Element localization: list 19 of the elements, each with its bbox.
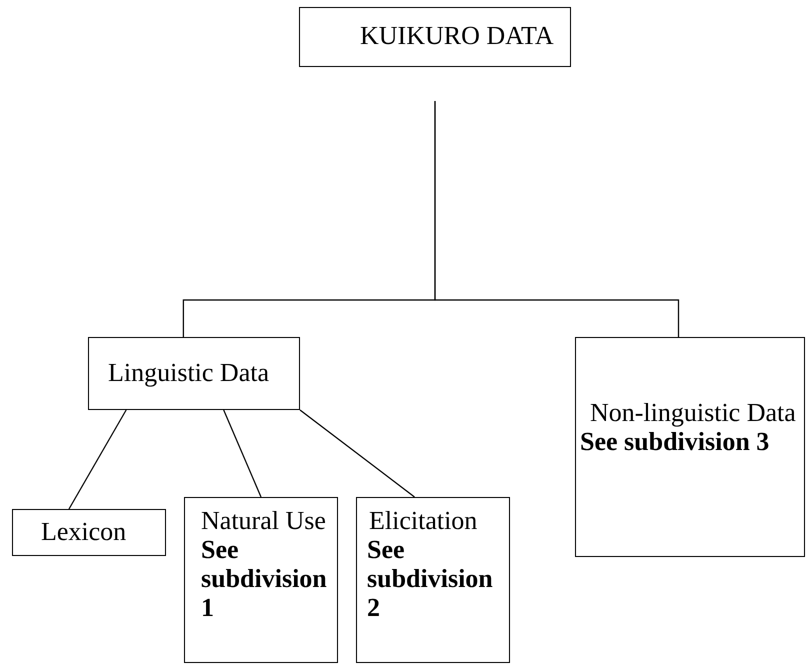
- connector-line: [68, 410, 127, 510]
- connector-line: [434, 101, 680, 337]
- note-text: See subdivision 2: [367, 535, 494, 622]
- box: [12, 509, 166, 556]
- box: [356, 497, 510, 663]
- box: [88, 337, 300, 410]
- box-label: Linguistic Data: [108, 358, 270, 387]
- note-text: See subdivision 3: [580, 427, 770, 456]
- box: [299, 7, 571, 67]
- box-label: Elicitation: [369, 506, 478, 535]
- note-text: See subdivision 1: [201, 535, 328, 622]
- connector-line: [300, 410, 415, 498]
- connector-line: [223, 410, 262, 498]
- box: [184, 497, 338, 663]
- box-label: Lexicon: [41, 517, 128, 546]
- box-label: Non-linguistic Data: [590, 398, 797, 427]
- box-label: KUIKURO DATA: [360, 21, 555, 50]
- box-label: Natural Use: [201, 506, 327, 535]
- box: [575, 337, 805, 557]
